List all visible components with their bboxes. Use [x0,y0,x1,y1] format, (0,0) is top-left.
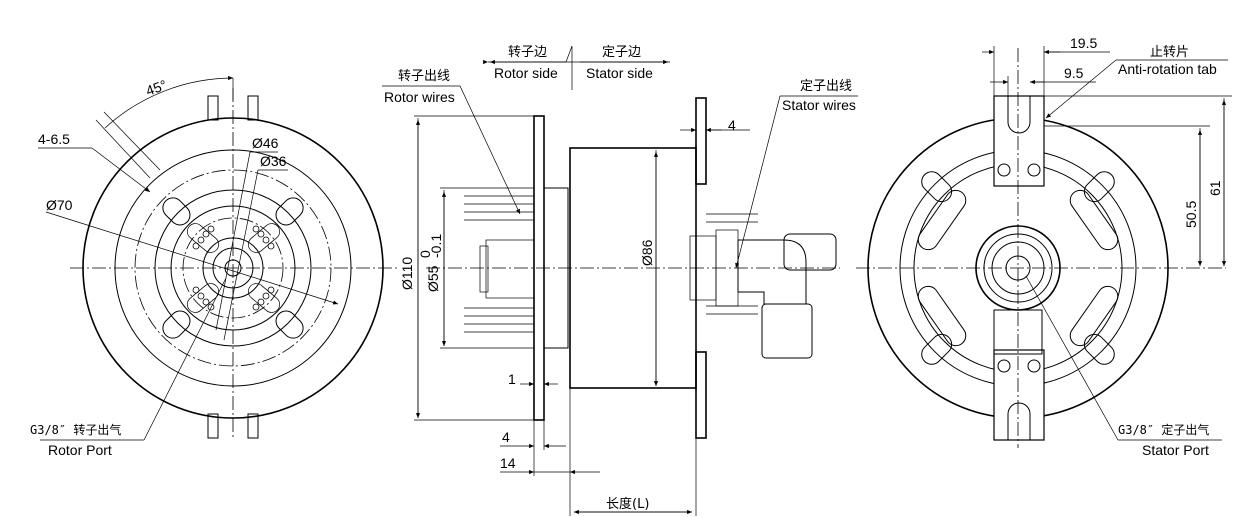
holes-label: 4-6.5 [38,131,70,147]
center-view: 转子边 Rotor side 定子边 Stator side [382,45,858,516]
dia-36-label: Ø36 [260,153,287,169]
rotor-wires-cn: 转子出线 [398,69,450,84]
dim-14: 14 [500,455,516,471]
rotor-port-cn: G3/8″ 转子出气 [30,422,121,437]
dim-4-bottom: 4 [502,429,510,445]
stator-wires-cn: 定子出线 [800,79,852,94]
dim-9-5: 9.5 [1064,65,1084,81]
dia-70-label: Ø70 [46,197,73,213]
length-label: 长度(L) [606,496,649,512]
rotor-port-en: Rotor Port [48,442,112,458]
rotor-side-en: Rotor side [494,65,558,81]
dia-86-label: Ø86 [639,239,655,266]
left-view: 45° 4-6.5 Ø70 Ø46 Ø36 G3/8″ 转子出气 Rotor P… [30,75,400,458]
right-view: 19.5 9.5 止转片 Anti-rotation tab 50.5 61 G… [856,35,1232,458]
tab-en: Anti-rotation tab [1118,61,1217,77]
stator-side-en: Stator side [586,65,653,81]
tab-cn: 止转片 [1150,45,1189,60]
stator-port-cn: G3/8″ 定子出气 [1118,422,1209,437]
dia-46-label: Ø46 [252,135,279,151]
dim-61: 61 [1207,180,1223,196]
angle-label: 45° [144,77,169,99]
dia-55-tol-upper: 0 [417,250,433,258]
dim-50-5: 50.5 [1183,201,1199,228]
dia-55-label: Ø55 [425,265,441,292]
dim-1: 1 [508,371,516,387]
rotor-wires-en: Rotor wires [384,89,455,105]
dia-110-label: Ø110 [399,257,415,290]
dim-19-5: 19.5 [1070,35,1097,51]
rotor-side-cn: 转子边 [508,45,547,60]
stator-wires-en: Stator wires [782,97,856,113]
stator-side-cn: 定子边 [602,45,641,60]
dia-55-tol-lower: -0.1 [428,234,444,258]
stator-port-en: Stator Port [1142,442,1209,458]
dim-4-top: 4 [728,117,736,133]
